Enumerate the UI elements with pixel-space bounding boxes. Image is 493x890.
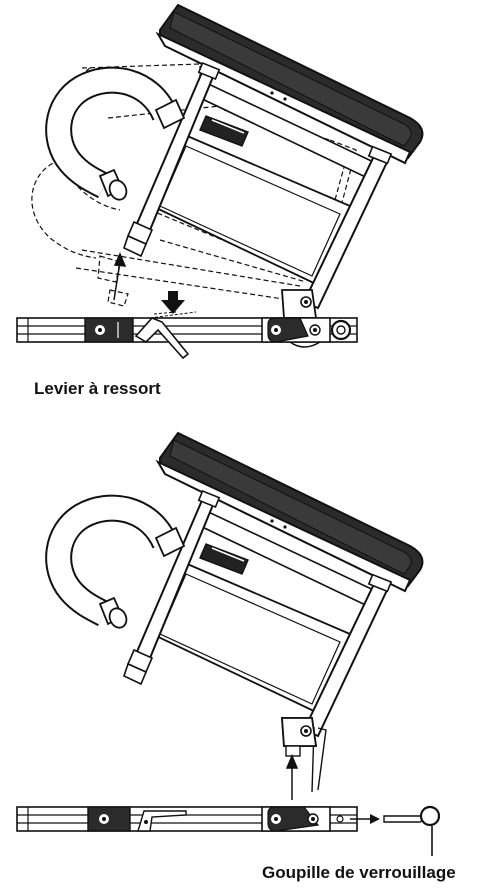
bottom-front-socket <box>87 806 131 832</box>
rear-socket <box>261 317 331 348</box>
insert-arrow <box>113 252 127 301</box>
spring-lever-label: Levier à ressort <box>34 379 161 398</box>
bottom-diagram <box>16 433 441 856</box>
bottom-insert-arrow <box>285 754 299 800</box>
top-diagram <box>16 5 422 360</box>
spring-lever <box>134 311 197 360</box>
front-socket <box>84 317 134 343</box>
locking-pin-installed <box>330 319 352 341</box>
bottom-rear-socket <box>261 806 344 832</box>
press-arrow <box>161 291 185 314</box>
locking-pin-label: Goupille de verrouillage <box>262 863 456 882</box>
locking-pin <box>383 805 441 856</box>
rear-bracket <box>281 717 318 757</box>
pin-insert-arrow <box>350 814 380 824</box>
bottom-spring-lever <box>137 810 187 832</box>
